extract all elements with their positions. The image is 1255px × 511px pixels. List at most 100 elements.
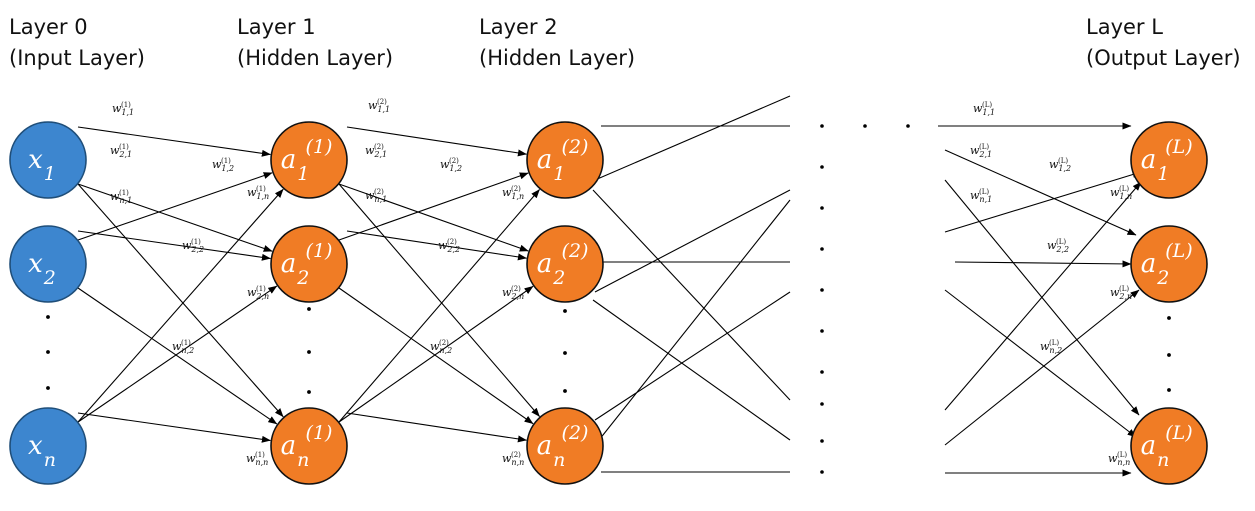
layer0-title: Layer 0 bbox=[9, 15, 88, 39]
weight-symbol: w bbox=[438, 239, 448, 252]
weight-label-w2n_2: w2,n bbox=[502, 286, 524, 301]
edge-output-in-5 bbox=[954, 260, 1132, 268]
weight-sup-w11_L: (L) bbox=[982, 101, 992, 109]
weight-sub: 2,2 bbox=[1055, 245, 1069, 254]
node-circle bbox=[1130, 121, 1208, 199]
node-label-sub: 2 bbox=[296, 267, 309, 289]
weight-label-wn2_L: wn,2 bbox=[1040, 340, 1062, 355]
weight-sub: 1,1 bbox=[982, 108, 995, 117]
weight-symbol: w bbox=[1047, 239, 1057, 252]
weight-sup-w22_2: (2) bbox=[447, 238, 457, 246]
weight-label-wn1_1: wn,1 bbox=[110, 190, 132, 205]
edge-layer2-fade-6 bbox=[592, 299, 791, 441]
weight-label-w1n_L: w1,n bbox=[1110, 186, 1132, 201]
node-circle bbox=[9, 407, 87, 485]
edge-layer1-2-layer2-3 bbox=[338, 287, 534, 425]
layer1-title: Layer 1 bbox=[237, 15, 316, 39]
weight-labels: w1,1(1)w2,1(1)wn,1(1)w1,2(1)w1,n(1)w2,2(… bbox=[110, 98, 1132, 467]
edge-output-in-3 bbox=[944, 171, 1142, 233]
weight-sup-w11_2: (2) bbox=[377, 98, 387, 106]
ellipsis-dot-1-7 bbox=[820, 370, 824, 374]
edge-layer1-3-layer2-2 bbox=[338, 285, 534, 423]
weight-sub: 2,2 bbox=[446, 245, 460, 254]
edge-layer2-fade-7 bbox=[594, 291, 791, 421]
weight-label-w22_L: w2,2 bbox=[1047, 239, 1069, 254]
edge-input-1-layer1-2 bbox=[77, 183, 273, 252]
node-label-sup: (L) bbox=[1165, 422, 1192, 444]
weight-label-w12_1: w1,2 bbox=[212, 158, 234, 173]
node-label: a1 bbox=[281, 145, 310, 185]
layerL-title: Layer L bbox=[1086, 15, 1163, 39]
weight-sub: 2,1 bbox=[118, 150, 132, 159]
weight-label-wnn_L: wn,n bbox=[1108, 452, 1130, 467]
node-circle bbox=[270, 121, 348, 199]
weight-sub: n,1 bbox=[374, 195, 387, 204]
weight-label-wn2_1: wn,2 bbox=[172, 340, 194, 355]
weight-sup-w21_2: (2) bbox=[374, 143, 384, 151]
edge-input-2-layer1-2 bbox=[77, 230, 271, 261]
node-layer2-1: a1(2) bbox=[526, 121, 604, 199]
layer0-subtitle: (Input Layer) bbox=[9, 46, 145, 70]
weight-sub: n,1 bbox=[979, 195, 992, 204]
node-label: a1 bbox=[537, 145, 566, 185]
node-label-sub: n bbox=[1157, 449, 1169, 471]
weight-sup-w12_1: (1) bbox=[221, 157, 231, 165]
neuron-nodes: x1x2xna1(1)a2(1)an(1)a1(2)a2(2)an(2)a1(L… bbox=[9, 121, 1208, 485]
node-label: a2 bbox=[537, 249, 566, 289]
ellipsis-dot-1-8 bbox=[820, 402, 824, 406]
weight-label-w2n_1: w2,n bbox=[247, 286, 269, 301]
weight-label-w12_2: w1,2 bbox=[440, 158, 462, 173]
weight-sub: n,n bbox=[511, 458, 524, 467]
node-label-sub: n bbox=[297, 449, 309, 471]
weight-symbol: w bbox=[1049, 158, 1059, 171]
weight-label-w21_L: w2,1 bbox=[970, 144, 992, 159]
edge-input-1-layer1-3 bbox=[77, 183, 284, 418]
node-label-base: a bbox=[1141, 145, 1157, 175]
weight-label-wnn_1: wn,n bbox=[246, 452, 268, 467]
layer1-subtitle: (Hidden Layer) bbox=[237, 46, 394, 70]
connection-edges bbox=[77, 95, 1142, 477]
weight-symbol: w bbox=[1108, 452, 1118, 465]
weight-symbol: w bbox=[1040, 340, 1050, 353]
column-dot-3-3 bbox=[563, 389, 567, 393]
node-output-2: a2(L) bbox=[1130, 225, 1208, 303]
node-circle bbox=[526, 121, 604, 199]
node-output-3: an(L) bbox=[1130, 407, 1208, 485]
weight-sub: 1,n bbox=[511, 192, 524, 201]
node-input-2: x2 bbox=[9, 225, 87, 303]
weight-sup-w21_1: (1) bbox=[119, 143, 129, 151]
weight-symbol: w bbox=[502, 452, 512, 465]
weight-sub: 2,1 bbox=[373, 150, 387, 159]
weight-sup-w2n_2: (2) bbox=[511, 285, 521, 293]
node-label-sub: 2 bbox=[43, 267, 56, 289]
weight-sub: 1,2 bbox=[221, 164, 234, 173]
weight-symbol: w bbox=[172, 340, 182, 353]
node-label-base: a bbox=[1141, 249, 1157, 279]
weight-sup-wn2_L: (L) bbox=[1049, 339, 1059, 347]
weight-symbol: w bbox=[182, 239, 192, 252]
column-dot-4-1 bbox=[1167, 316, 1171, 320]
ellipsis-dots bbox=[46, 124, 1171, 474]
weight-sup-w22_1: (1) bbox=[191, 238, 201, 246]
layerL-subtitle: (Output Layer) bbox=[1086, 46, 1241, 70]
weight-sub: 1,1 bbox=[377, 105, 390, 114]
node-layer1-3: an(1) bbox=[270, 407, 348, 485]
weight-sub: n,2 bbox=[1049, 346, 1062, 355]
weight-symbol: w bbox=[1110, 286, 1120, 299]
layerL-header: Layer L (Output Layer) bbox=[1086, 12, 1241, 74]
weight-sub: 1,1 bbox=[121, 108, 134, 117]
column-dot-1-3 bbox=[46, 386, 50, 390]
column-dot-1-2 bbox=[46, 350, 50, 354]
edge-input-1-layer1-1 bbox=[77, 126, 271, 157]
weight-symbol: w bbox=[365, 144, 375, 157]
weight-symbol: w bbox=[110, 144, 120, 157]
node-label-sub: 1 bbox=[553, 163, 565, 185]
node-circle bbox=[9, 225, 87, 303]
weight-label-w11_2: w1,1 bbox=[368, 99, 390, 114]
ellipsis-dot-1-1 bbox=[820, 124, 824, 128]
column-dot-4-3 bbox=[1167, 388, 1171, 392]
weight-label-w12_L: w1,2 bbox=[1049, 158, 1071, 173]
column-dot-3-2 bbox=[563, 351, 567, 355]
node-label: an bbox=[537, 431, 566, 471]
